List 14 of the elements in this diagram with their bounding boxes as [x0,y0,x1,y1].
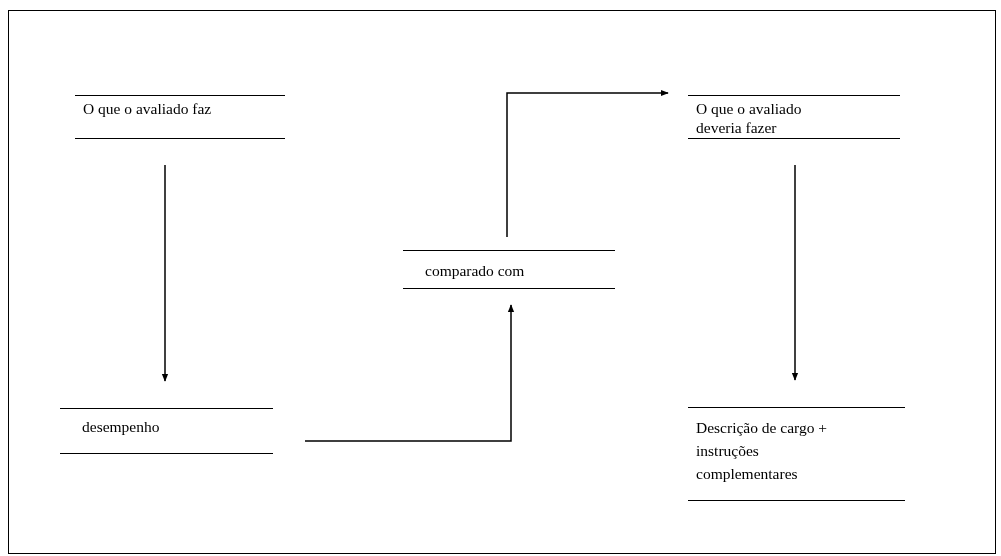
text-box [60,408,273,454]
arrow [506,89,669,238]
arrow [304,304,515,442]
box-label: desempenho [82,417,161,437]
text-box [403,250,615,289]
box-label: O que o avaliado deveria fazer [696,99,803,137]
text-box [75,95,285,139]
box-label: O que o avaliado faz [83,99,213,118]
box-label: comparado com [425,261,526,281]
text-box [688,407,905,501]
text-box [688,95,900,139]
box-label: Descrição de cargo + instruções complementares [696,418,829,484]
arrow [791,164,799,381]
arrow [161,164,169,382]
